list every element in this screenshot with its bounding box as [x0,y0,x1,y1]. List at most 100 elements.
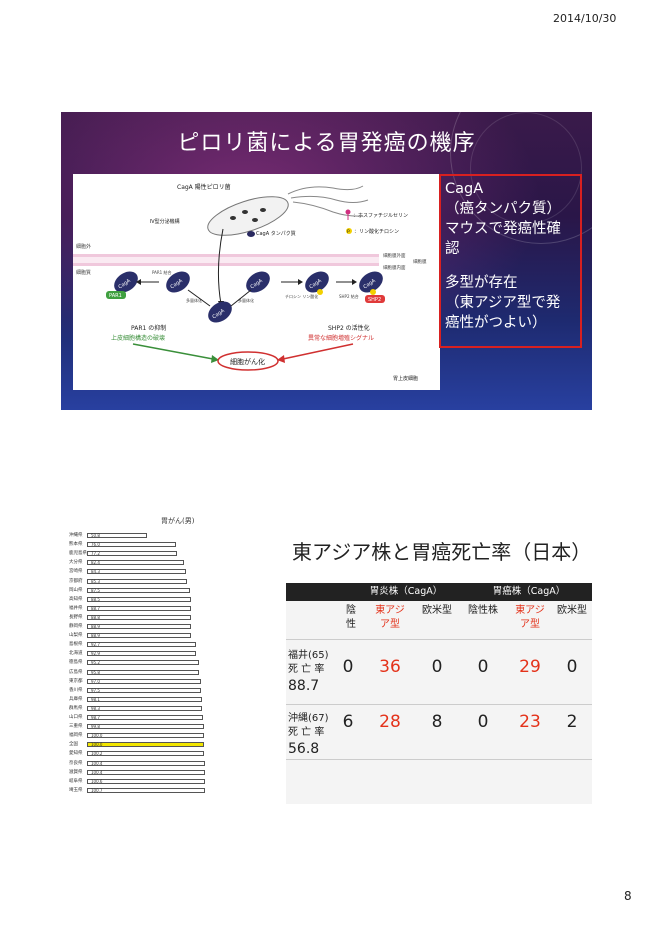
bar-value: 100.4 [91,760,103,766]
bar-value: 100.7 [91,787,103,793]
bar-label: 岡山県 [69,587,83,593]
caga-summary-box: CagA （癌タンパク質） マウスで発癌性確 認 多型が存在 （東アジア型で発 … [439,174,582,348]
cytoplasm-label: 細胞質 [76,269,91,276]
bar-label: 奈良県 [69,760,83,766]
table-cell: 28 [379,712,401,732]
bar-value: 77.2 [91,551,100,557]
bar-value: 100.0 [91,733,103,739]
slide1-title: ピロリ菌による胃発癌の機序 [177,131,476,156]
bar-label: 鹿児島県 [69,551,87,557]
bar-value: 87.5 [91,587,100,593]
group-header-cancer: 胃癌株（CagA） [466,583,592,601]
bar-row: 奈良県 100.4 [61,760,286,767]
col-negative-2: 陰性株 [468,605,498,616]
group-header-gastritis: 胃炎株（CagA） [346,583,466,601]
bar-value: 88.9 [91,633,100,639]
bar-row: 宮崎県 84.3 [61,568,286,575]
bar-value: 98.7 [91,715,100,720]
bar-row: 岡山県 87.5 [61,587,286,594]
bar-label: 福井県 [69,605,83,611]
par1-bind-label: PAR1 結合 [152,269,172,275]
decorative-circle [470,112,582,224]
bar [87,642,196,648]
shp2-label: SHP2 [368,297,381,303]
bar-value: 76.0 [91,542,100,548]
summary-line: 認 [445,241,460,257]
bar-label: 長野県 [69,614,83,620]
bar-value: 92.7 [91,642,100,648]
table-cell: 6 [342,712,354,732]
row-name: 沖縄(67) [288,713,329,724]
bar-label: 三重県 [69,724,83,730]
bar [87,624,192,629]
bar-value: 88.9 [91,624,100,629]
bar-value: 98.3 [91,705,100,711]
par1-label: PAR1 [109,293,122,299]
bar [87,633,192,639]
summary-line: （東アジア型で発 [445,295,561,311]
col-east-asian-1: 東アジ ア型 [375,605,405,630]
bar [87,769,205,775]
bar-label: 山口県 [69,715,83,720]
caga-protein-icon [247,231,255,237]
bar-label: 宮崎県 [69,569,83,575]
bar-value: 100.2 [91,751,103,757]
bar-value: 97.0 [91,678,100,684]
par1-badge: PAR1 [106,291,126,299]
bar-label: 岐阜県 [69,778,83,784]
cancer-label: 細胞がん化 [230,357,265,366]
bar-value: 85.3 [91,578,100,584]
bar [87,614,192,620]
row-name: 福井(65) [288,650,329,661]
bar [87,542,177,548]
slide2-title: 東アジア株と胃癌死亡率（日本） [292,540,592,564]
page-number: 8 [624,889,632,903]
bar [87,705,203,711]
table-cell: 0 [477,657,489,677]
membrane-label: 細胞膜 [413,258,427,265]
bar [87,578,187,584]
bar-label: 滋賀県 [69,769,83,775]
bar-label: 熊本県 [69,542,83,548]
bar-label: 広島県 [69,669,83,675]
bar [87,533,147,538]
bar-value: 99.8 [91,724,100,730]
secretion-label: Ⅳ型分泌機構 [150,218,180,225]
bar-value: 82.4 [91,560,100,566]
bar-value: 88.8 [91,614,100,620]
bar-value: 98.1 [91,696,100,702]
shp2-bind-label: SHP2 結合 [339,293,359,299]
bar-value: 88.5 [91,596,100,602]
bar-label: 福岡県 [69,733,83,739]
caga-protein-label: CagA タンパク質 [256,230,296,237]
mechanism-diagram: CagA 陽性ピロリ菌 Ⅳ型分泌機構 CagA タンパク質 ：ホスファチジルセリ… [73,174,440,390]
bar-value: 92.9 [91,651,100,657]
bar-label: 兵庫県 [69,696,83,702]
shp2-result-label: 異常な細胞増殖シグナル [308,334,374,342]
bar-row: 熊本県 76.0 [61,541,286,548]
bar-label: 北海道 [69,651,83,657]
multimer-label-right: 多量体化 [238,297,254,303]
col-east-asian-2: 東アジ ア型 [515,605,545,630]
table-cell: 2 [566,712,578,732]
extracellular-label: 細胞外 [76,243,91,250]
bar [87,742,205,748]
caga-oval-2: CagA [166,271,190,293]
bar [87,660,199,666]
table-cell: 0 [477,712,489,732]
bar-value: 84.3 [91,569,100,575]
chart-title: 胃がん(男) [161,517,195,525]
bar [87,787,205,793]
cell-type-label: 胃上皮細胞 [393,375,418,382]
row-label-okinawa: 沖縄(67) 死 亡 率 56.8 [288,712,329,758]
